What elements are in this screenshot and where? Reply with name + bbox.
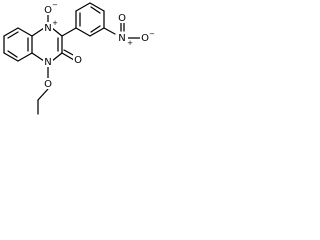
atom-n-bottom: N — [43, 56, 53, 68]
benzo-ring — [3, 27, 33, 62]
atom-nitro-o-right: O − — [140, 30, 155, 44]
atom-label-nitro-n: N — [118, 33, 125, 44]
charge-o-top: − — [52, 1, 58, 9]
atom-label-o-top: O — [44, 5, 52, 16]
charge-nitro-n: + — [127, 39, 133, 47]
molecule-drawing: O − N + O N O N + O — [3, 1, 155, 115]
nitrophenyl-ring — [61, 2, 105, 37]
atom-label-o-carbonyl: O — [74, 55, 82, 66]
atom-o-top: O − — [43, 1, 58, 16]
atom-label-o-ether: O — [44, 79, 52, 90]
atom-label-n-bottom: N — [44, 57, 51, 68]
ethoxy-chain — [37, 66, 49, 115]
atom-label-nitro-o-right: O — [141, 33, 149, 44]
atom-o-carbonyl: O — [73, 54, 83, 66]
nitro-bonds — [103, 21, 141, 39]
atom-o-ether: O — [43, 78, 53, 90]
atom-nitro-n: N + — [116, 32, 133, 47]
structure-diagram: O − N + O N O N + O — [0, 0, 159, 119]
pyrazine-ring — [31, 27, 63, 62]
atom-nitro-o-top: O — [117, 12, 127, 24]
charge-n-top: + — [52, 19, 58, 27]
atom-n-top: N + — [43, 19, 58, 34]
atom-label-nitro-o-top: O — [118, 13, 126, 24]
charge-nitro-o-right: − — [149, 30, 155, 38]
atom-label-n-top: N — [44, 23, 51, 34]
